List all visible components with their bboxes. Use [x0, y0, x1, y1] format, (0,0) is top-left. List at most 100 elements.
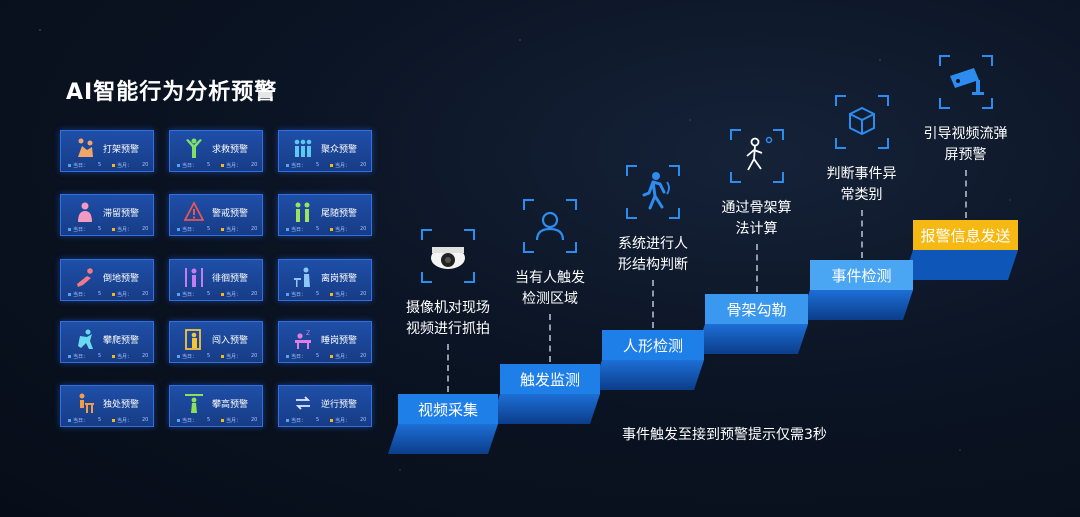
step-caption-line: 法计算	[735, 221, 778, 237]
linger-icon	[75, 201, 95, 223]
month-count: 20	[360, 417, 367, 423]
today-label: 当日：	[182, 418, 198, 424]
today-label: 当日：	[73, 163, 89, 169]
month-dot	[221, 293, 224, 296]
step-riser	[903, 250, 1018, 280]
month-label: 当月：	[117, 292, 133, 298]
step-caption-line: 当有人触发	[515, 270, 585, 286]
alone-icon	[75, 392, 95, 414]
response-time-note: 事件触发至接到预警提示仅需3秒	[622, 427, 827, 443]
month-dot	[330, 293, 333, 296]
step-caption-line: 检测区域	[522, 291, 578, 307]
warning-card-label: 徘徊预警	[212, 274, 249, 284]
today-dot	[177, 293, 180, 296]
today-count: 5	[98, 417, 102, 423]
today-label: 当日：	[182, 163, 198, 169]
process-step: 人形检测	[602, 330, 704, 360]
month-count: 20	[142, 162, 149, 168]
today-count: 5	[207, 417, 211, 423]
skeleton-icon	[727, 126, 787, 190]
walking-person-icon	[623, 162, 683, 226]
step-riser	[592, 360, 704, 390]
warning-card-label: 攀爬预警	[103, 336, 140, 346]
month-count: 20	[251, 417, 258, 423]
today-label: 当日：	[73, 227, 89, 233]
today-dot	[286, 228, 289, 231]
process-step: 触发监测	[500, 364, 600, 394]
surveillance-camera-icon	[936, 52, 996, 116]
today-label: 当日：	[291, 418, 307, 424]
step-caption-line: 摄像机对现场	[406, 300, 490, 316]
month-dot	[112, 293, 115, 296]
today-dot	[68, 164, 71, 167]
month-count: 20	[142, 417, 149, 423]
step-caption-line: 判断事件异	[826, 166, 897, 182]
today-dot	[177, 228, 180, 231]
step-caption: 判断事件异常类别	[807, 164, 917, 206]
step-connector	[652, 280, 654, 328]
month-count: 20	[360, 291, 367, 297]
month-dot	[112, 355, 115, 358]
month-count: 20	[142, 226, 149, 232]
month-count: 20	[142, 353, 149, 359]
leave-post-icon	[293, 266, 313, 288]
reverse-icon	[293, 392, 313, 414]
today-count: 5	[316, 417, 320, 423]
month-count: 20	[251, 353, 258, 359]
warning-card-label: 离岗预警	[321, 274, 358, 284]
month-dot	[330, 355, 333, 358]
today-dot	[68, 228, 71, 231]
month-label: 当月：	[335, 227, 351, 233]
month-count: 20	[251, 162, 258, 168]
month-label: 当月：	[335, 354, 351, 360]
today-count: 5	[98, 162, 102, 168]
month-label: 当月：	[117, 163, 133, 169]
today-count: 5	[316, 162, 320, 168]
svg-text:Z: Z	[306, 330, 310, 337]
step-connector	[860, 210, 863, 258]
process-step: 骨架勾勒	[705, 294, 808, 324]
today-label: 当日：	[291, 354, 307, 360]
today-dot	[68, 419, 71, 422]
intrude-icon	[184, 328, 204, 350]
today-count: 5	[98, 291, 102, 297]
today-dot	[286, 164, 289, 167]
month-label: 当月：	[335, 163, 351, 169]
today-label: 当日：	[182, 227, 198, 233]
warning-card-label: 睡岗预警	[321, 336, 358, 346]
step-caption-line: 引导视频流弹	[923, 126, 1008, 142]
month-dot	[112, 419, 115, 422]
step-riser	[388, 424, 498, 454]
page-title: AI智能行为分析预警	[66, 80, 278, 105]
step-connector	[549, 314, 551, 362]
sleep-post-icon: Z	[293, 328, 313, 350]
wander-icon	[184, 266, 204, 288]
today-dot	[68, 355, 71, 358]
today-count: 5	[316, 353, 320, 359]
today-dot	[177, 164, 180, 167]
warning-card-label: 倒地预警	[103, 274, 140, 284]
today-label: 当日：	[291, 163, 307, 169]
step-connector	[447, 344, 449, 392]
